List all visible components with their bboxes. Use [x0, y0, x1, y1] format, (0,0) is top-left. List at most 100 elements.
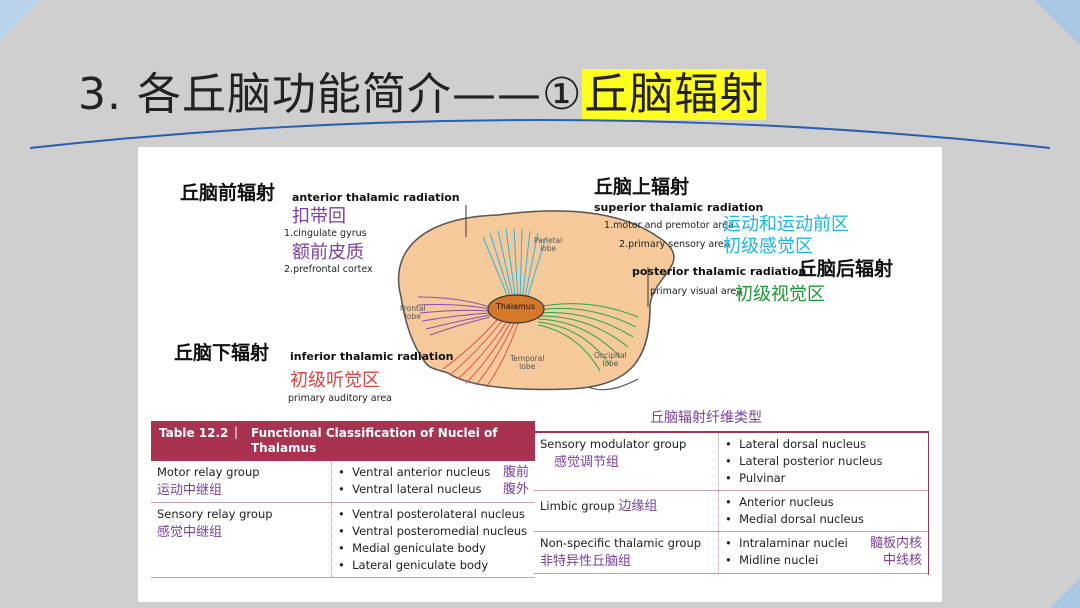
nucleus-name-zh: 腹外: [502, 482, 529, 497]
nuclei-cell: • Lateral dorsal nucleus • Lateral poste…: [719, 433, 928, 490]
group-name: Sensory modulator group: [540, 437, 687, 451]
nucleus-name: Intralaminar nuclei: [739, 536, 848, 550]
corner-decoration-bottom-right: [1050, 578, 1080, 608]
group-name-zh: 感觉中继组: [157, 525, 223, 540]
table-row: Limbic group 边缘组 • Anterior nucleus • Me…: [534, 491, 928, 532]
temporal-lobe-text: Temporal lobe: [510, 354, 545, 372]
group-name-zh: 边缘组: [618, 499, 658, 514]
group-name-zh: 感觉调节组: [554, 455, 620, 470]
list-item: • Lateral dorsal nucleus: [725, 437, 867, 451]
parietal-lobe-text: Parietal lobe: [534, 236, 563, 254]
title-underline-arc: [29, 119, 1051, 149]
slide-title-prefix: 3. 各丘脑功能简介——①: [78, 69, 583, 120]
posterior-radiation-fibers: [537, 303, 639, 372]
superior-radiation-zh: 丘脑上辐射: [594, 176, 690, 198]
group-cell: Sensory modulator group 感觉调节组: [534, 433, 719, 490]
nucleus-name: Medial geniculate body: [352, 541, 486, 555]
thalamus-label: Thalamus: [496, 302, 536, 311]
list-item: • Ventral posteromedial nucleus: [338, 524, 528, 538]
list-item: • Anterior nucleus: [725, 495, 834, 509]
table-row: Sensory modulator group 感觉调节组 • Lateral …: [534, 433, 928, 491]
table-number: Table 12.2: [159, 426, 229, 440]
list-item: • Medial geniculate body: [338, 541, 486, 555]
inferior-area-en: primary auditory area: [288, 393, 392, 404]
table-row: Sensory relay group 感觉中继组 • Ventral post…: [151, 503, 535, 578]
nucleus-name: Pulvinar: [739, 471, 786, 485]
frontal-lobe-label: Frontal lobe: [400, 304, 426, 322]
list-item: • Lateral geniculate body: [338, 558, 489, 572]
cerebellum-line: [587, 378, 639, 391]
group-name: Motor relay group: [157, 465, 260, 479]
group-name: Sensory relay group: [157, 507, 273, 521]
table-header-divider: |: [234, 425, 239, 439]
nucleus-name: Ventral lateral nucleus: [352, 482, 482, 496]
list-item: • Pulvinar: [725, 471, 786, 485]
table-title: Functional Classification of Nuclei of T…: [251, 426, 498, 455]
inferior-radiation-en: inferior thalamic radiation: [290, 350, 454, 363]
thalamus-shape: [487, 294, 545, 324]
list-item: • Lateral posterior nucleus: [725, 454, 883, 468]
group-cell: Non-specific thalamic group 非特异性丘脑组: [534, 532, 719, 573]
group-name-zh: 运动中继组: [157, 483, 223, 498]
content-panel: Thalamus Parietal lobe Frontal lobe Temp…: [138, 147, 942, 602]
anterior-radiation-en: anterior thalamic radiation: [292, 191, 460, 204]
superior-area1-zh: 运动和运动前区: [723, 214, 849, 235]
slide-title-highlight: 丘脑辐射: [582, 69, 767, 120]
inferior-area-zh: 初级听觉区: [290, 370, 380, 391]
corner-decoration-top-right: [1035, 0, 1080, 45]
nucleus-name-zh: 髓板内核: [869, 536, 922, 551]
nucleus-name: Ventral anterior nucleus: [352, 465, 491, 479]
nucleus-name: Ventral posterolateral nucleus: [352, 507, 525, 521]
posterior-radiation-en: posterior thalamic radiation: [632, 265, 807, 278]
group-cell: Sensory relay group 感觉中继组: [151, 503, 332, 577]
parietal-lobe-label: Parietal lobe: [534, 236, 563, 254]
occipital-lobe-text: Occipital lobe: [594, 351, 627, 369]
nucleus-name-zh: 中线核: [882, 553, 922, 568]
nucleus-name-zh: 腹前: [502, 465, 529, 480]
nucleus-name: Anterior nucleus: [739, 495, 834, 509]
superior-radiation-en: superior thalamic radiation: [594, 201, 764, 214]
superior-radiation-fibers: [482, 228, 547, 303]
table-row: Non-specific thalamic group 非特异性丘脑组 • In…: [534, 532, 928, 574]
group-name: Limbic group: [540, 499, 615, 513]
group-name: Non-specific thalamic group: [540, 536, 702, 550]
frontal-lobe-text: Frontal lobe: [400, 304, 426, 322]
nucleus-name: Midline nuclei: [739, 553, 819, 567]
anterior-area1-en: 1.cingulate gyrus: [284, 228, 367, 239]
superior-area1-en: 1.motor and premotor area: [604, 220, 734, 231]
inferior-radiation-zh: 丘脑下辐射: [174, 342, 270, 364]
nuclei-cell: • Ventral posterolateral nucleus • Ventr…: [332, 503, 535, 577]
nuclei-cell: • Anterior nucleus • Medial dorsal nucle…: [719, 491, 928, 531]
nuclei-table-right: Sensory modulator group 感觉调节组 • Lateral …: [534, 431, 928, 574]
nucleus-name: Lateral dorsal nucleus: [739, 437, 867, 451]
table-right-border: [928, 431, 929, 575]
corner-decoration-top-left: [0, 0, 40, 40]
nucleus-name: Medial dorsal nucleus: [739, 512, 864, 526]
brain-diagram: [397, 205, 675, 391]
table-row: Motor relay group 运动中继组 • Ventral anteri…: [151, 461, 535, 503]
posterior-area-zh: 初级视觉区: [735, 284, 825, 305]
nucleus-name: Lateral geniculate body: [352, 558, 489, 572]
anterior-radiation-fibers: [417, 296, 491, 336]
nucleus-name: Ventral posteromedial nucleus: [352, 524, 528, 538]
inferior-radiation-fibers: [442, 318, 519, 388]
group-name-zh: 非特异性丘脑组: [540, 554, 632, 569]
anterior-radiation-zh: 丘脑前辐射: [180, 182, 276, 204]
posterior-area-en: primary visual area: [650, 286, 743, 297]
list-item: • Medial dorsal nucleus: [725, 512, 864, 526]
nucleus-name: Lateral posterior nucleus: [739, 454, 883, 468]
table-header: Table 12.2 | Functional Classification o…: [151, 421, 535, 461]
nuclei-table-left: Table 12.2 | Functional Classification o…: [151, 421, 535, 578]
group-cell: Motor relay group 运动中继组: [151, 461, 332, 502]
superior-area2-zh: 初级感觉区: [723, 236, 813, 257]
anterior-area2-zh: 额前皮质: [292, 242, 364, 263]
anterior-area1-zh: 扣带回: [292, 206, 346, 227]
list-item: • Ventral posterolateral nucleus: [338, 507, 525, 521]
posterior-radiation-zh: 丘脑后辐射: [798, 258, 894, 280]
